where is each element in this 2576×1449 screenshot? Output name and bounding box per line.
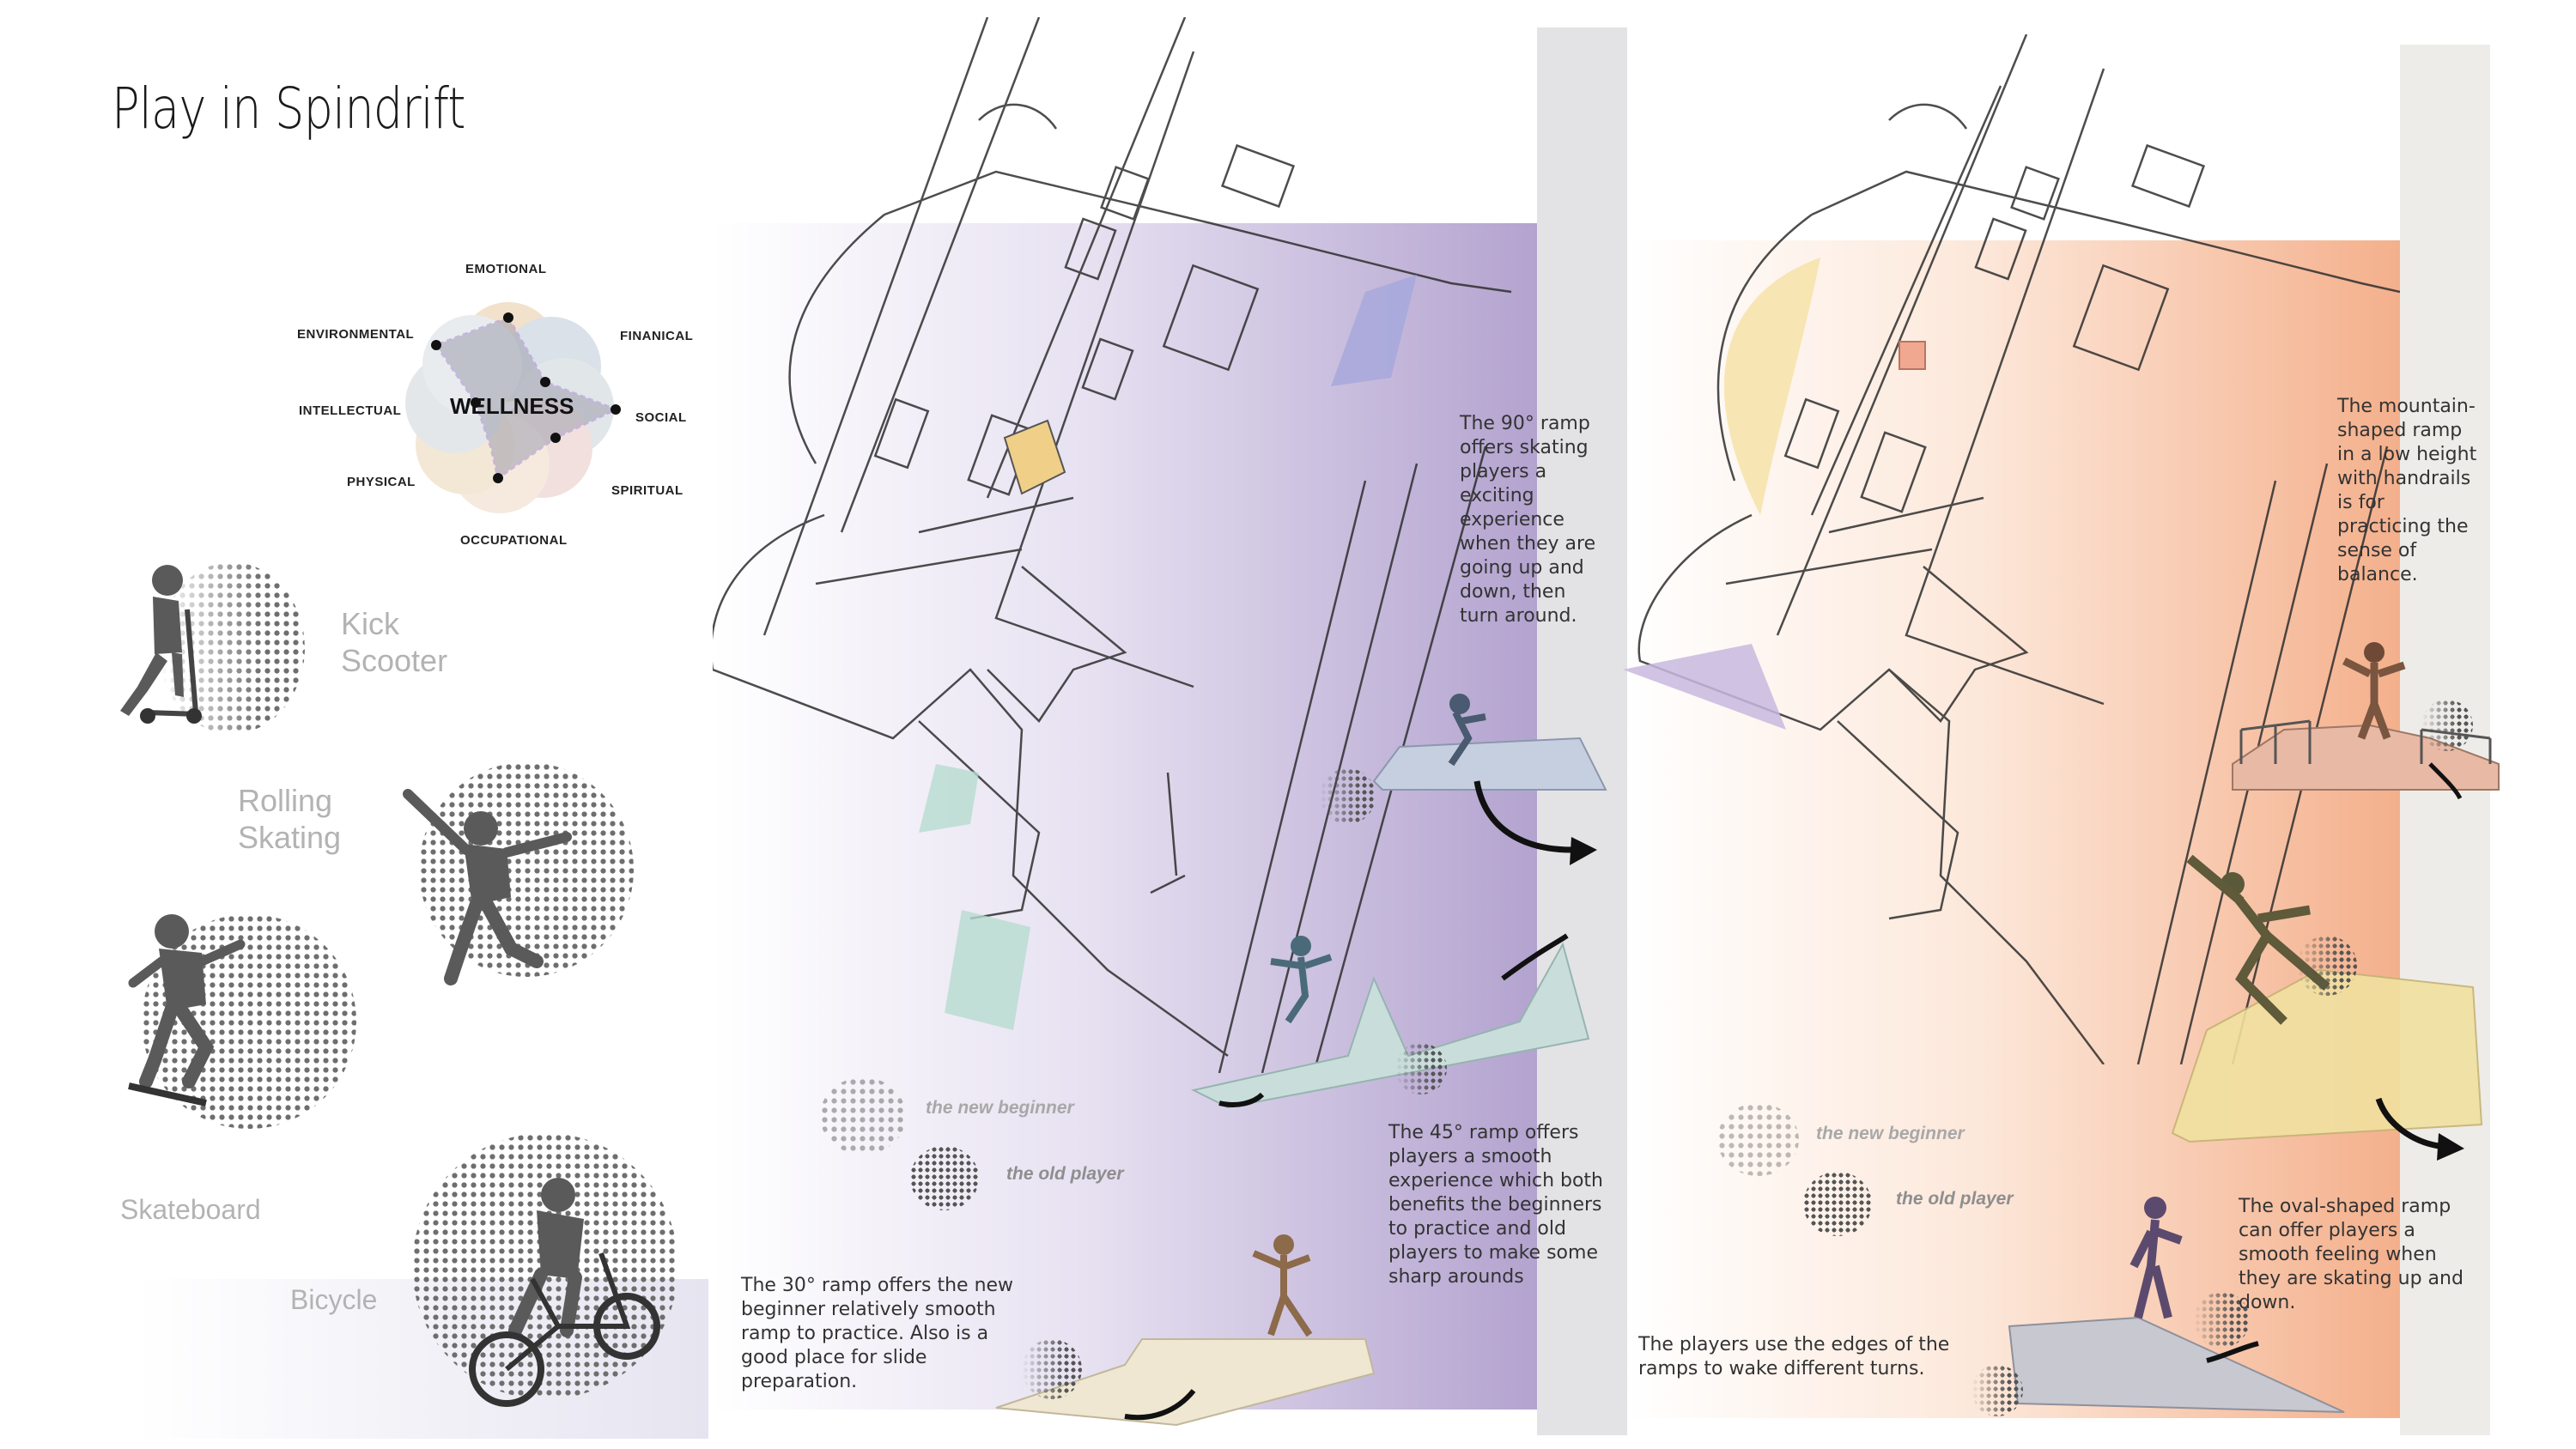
- wellness-label-physical: PHYSICAL: [347, 475, 416, 489]
- halftone-dot-circle: [419, 762, 634, 977]
- wellness-center-label: WELLNESS: [450, 393, 574, 419]
- halftone-dot-circle: [2194, 1292, 2250, 1348]
- kick-scooter-rider-icon: [120, 565, 202, 724]
- wellness-label-occupational: OCCUPATIONAL: [460, 533, 568, 548]
- note-ramp-edges: The players use the edges of the ramps t…: [1638, 1334, 1950, 1379]
- site-plan-sketch: [713, 17, 1512, 1073]
- legend-new-beginner-swatch: [1717, 1103, 1799, 1176]
- wellness-label-spiritual: SPIRITUAL: [611, 483, 683, 498]
- activity-label-bicycle: Bicycle: [290, 1284, 378, 1315]
- wellness-label-environmental: ENVIRONMENTAL: [297, 327, 415, 342]
- legend-new-beginner: the new beginner: [1816, 1124, 1965, 1143]
- wellness-label-intellectual: INTELLECTUAL: [299, 403, 402, 418]
- ramp-90-degree: [1372, 694, 1607, 865]
- ramp-oval-shaped: [2171, 854, 2483, 1161]
- note-30-degree-ramp: The 30° ramp offers the new beginner rel…: [741, 1275, 1014, 1392]
- purple-panel-background: [713, 223, 1537, 1410]
- skateboarder-icon: [128, 914, 246, 1106]
- halftone-dot-circle: [1971, 1365, 2023, 1416]
- halftone-dot-circle: [1320, 768, 1376, 824]
- halftone-dot-circle: [1395, 1043, 1447, 1094]
- note-45-degree-ramp: The 45° ramp offers players a smooth exp…: [1388, 1122, 1604, 1288]
- halftone-dot-circle: [1022, 1339, 1082, 1399]
- ramp-30-degree: [995, 1234, 1376, 1427]
- halftone-dot-circle: [2421, 700, 2473, 751]
- wellness-label-financial: FINANICAL: [620, 329, 694, 343]
- halftone-dot-circle: [142, 914, 356, 1129]
- wellness-label-social: SOCIAL: [635, 410, 687, 425]
- legend-old-player-swatch: [910, 1146, 979, 1210]
- ramp-45-degree: [1191, 933, 1590, 1109]
- legend-new-beginner-swatch: [820, 1077, 906, 1155]
- legend-old-player-swatch: [1803, 1172, 1872, 1236]
- activity-label-skateboard: Skateboard: [120, 1194, 261, 1225]
- activity-label-kick-scooter: Kick Scooter: [341, 606, 448, 678]
- wellness-diagram: [405, 302, 621, 513]
- legend-new-beginner: the new beginner: [926, 1098, 1074, 1118]
- activity-label-rolling-skating: Rolling Skating: [238, 783, 342, 855]
- legend-old-player: the old player: [1006, 1164, 1124, 1184]
- note-mountain-ramp: The mountain-shaped ramp in a low height…: [2337, 396, 2477, 585]
- rolling-skater-icon: [403, 789, 572, 985]
- bicycle-rider-icon: [469, 1178, 660, 1407]
- legend-old-player: the old player: [1896, 1189, 2014, 1209]
- note-oval-ramp: The oval-shaped ramp can offer players a…: [2239, 1196, 2464, 1313]
- note-90-degree-ramp: The 90° ramp offers skating players a ex…: [1460, 413, 1596, 627]
- halftone-dot-circle: [2297, 936, 2357, 996]
- gray-strip: [1537, 27, 1627, 1435]
- halftone-dot-circle: [159, 562, 305, 734]
- wellness-label-emotional: EMOTIONAL: [465, 262, 547, 276]
- page-title: Play in Spindrift: [112, 76, 465, 142]
